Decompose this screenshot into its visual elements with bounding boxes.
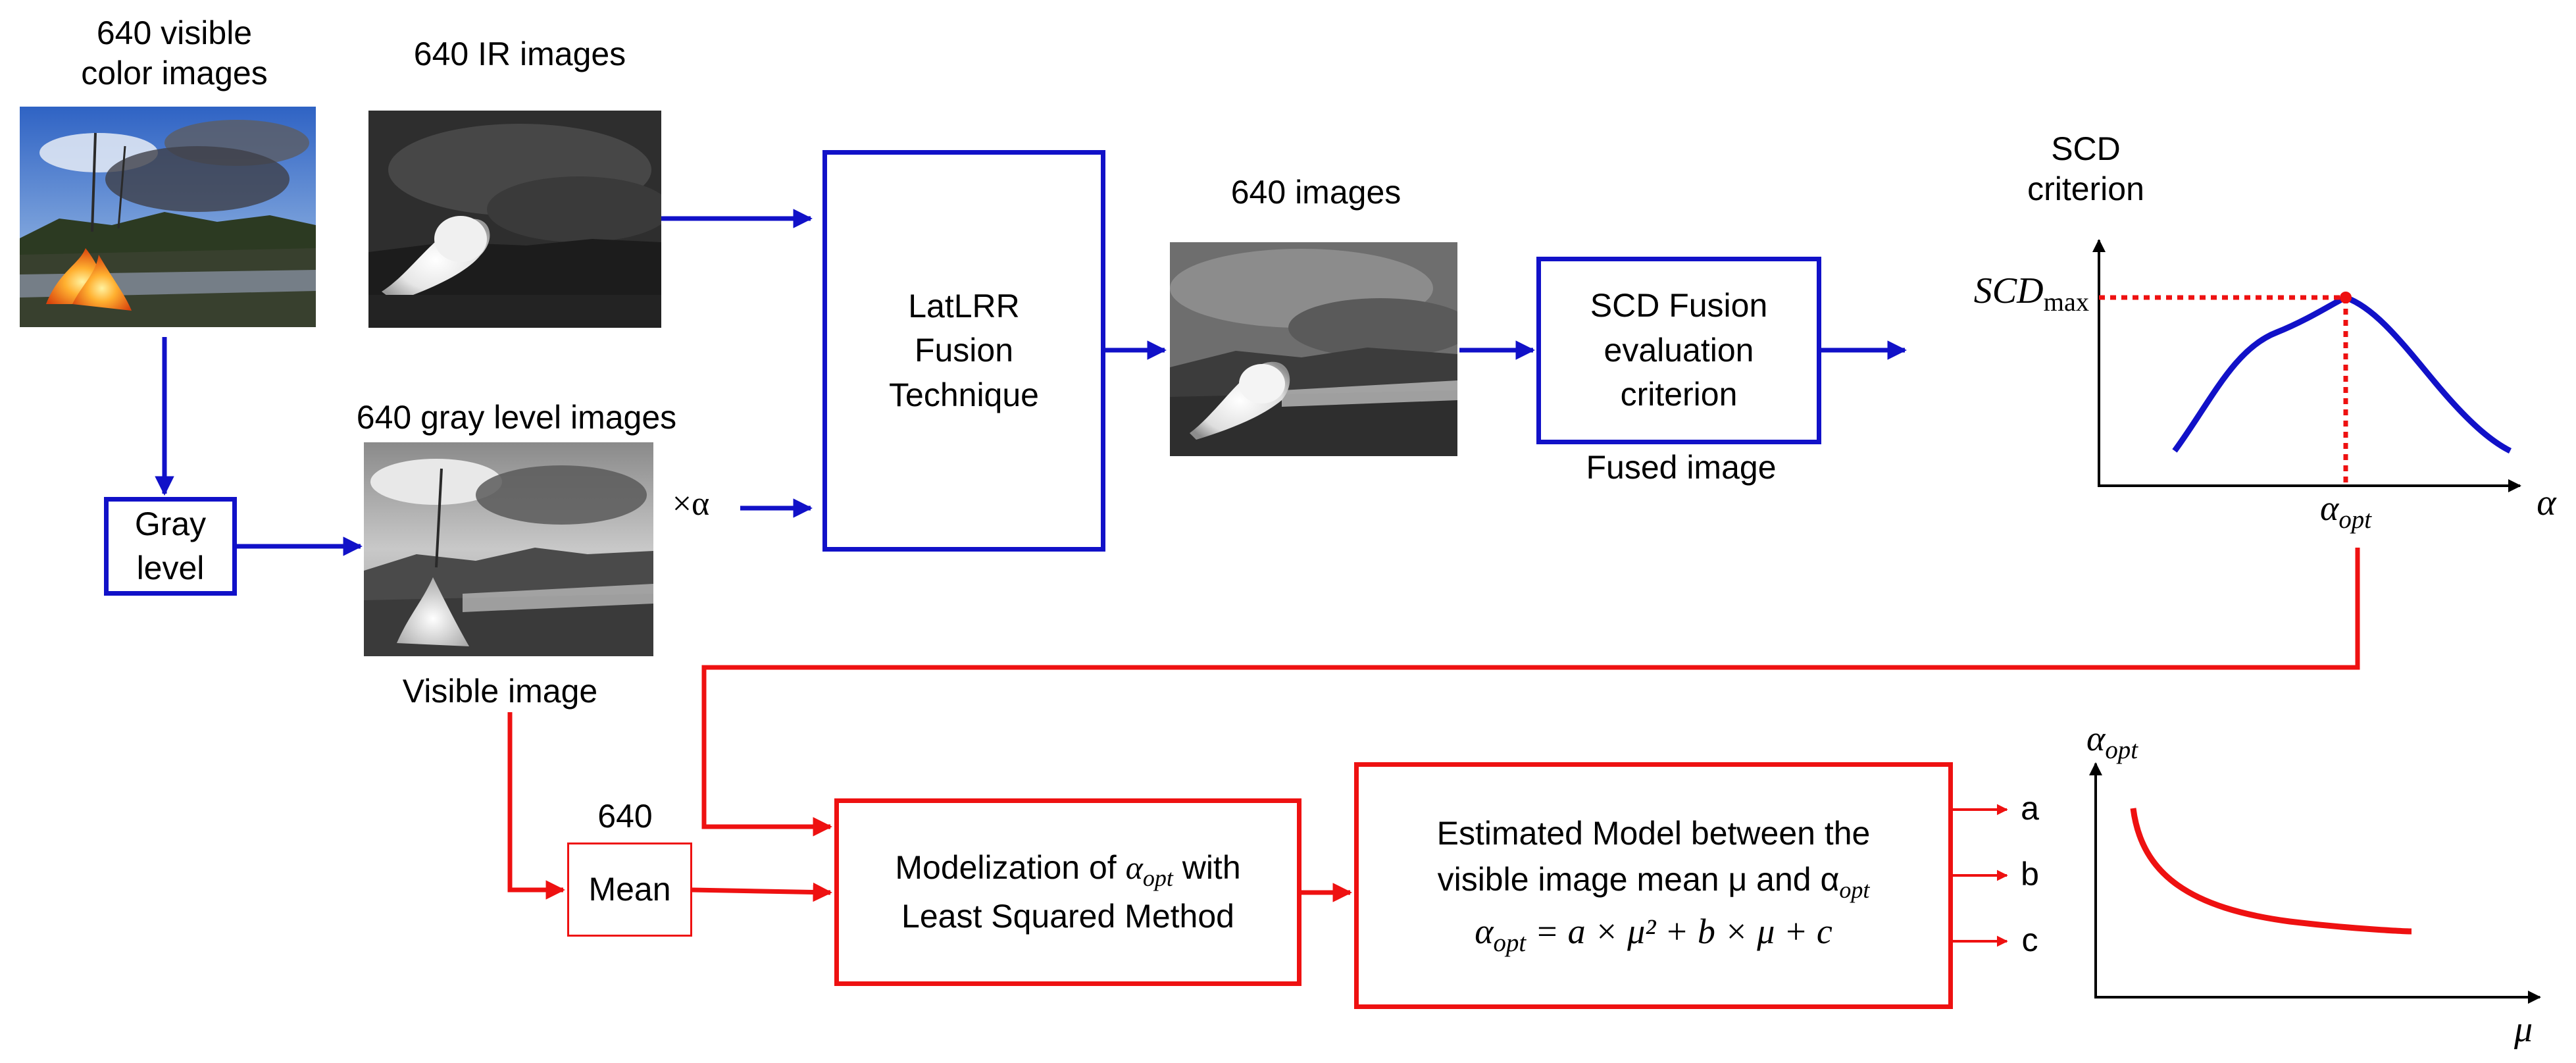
- arrow-visible-to-mean: [507, 712, 565, 900]
- model-curve: [2130, 808, 2412, 935]
- gray-level-box: Gray level: [104, 497, 237, 596]
- modelization-alpha-opt: αopt: [1125, 848, 1173, 891]
- modelization-line1: Modelization of αopt with: [895, 846, 1240, 894]
- arrow-mean-to-model: [692, 882, 832, 902]
- scd-plot-title: SCD criterion: [2027, 130, 2144, 207]
- estimated-line1: Estimated Model between the: [1436, 815, 1871, 852]
- fused-photo: [1170, 242, 1457, 456]
- visible-color-photo: [20, 107, 316, 327]
- modelization-box: Modelization of αopt with Least Squared …: [834, 798, 1301, 986]
- modelization-prefix: Modelization of: [895, 848, 1126, 886]
- output-c: c: [2021, 921, 2038, 958]
- modelization-suffix: with: [1173, 848, 1241, 886]
- estimated-model-box: Estimated Model between the visible imag…: [1354, 762, 1953, 1009]
- label-fused-image: Fused image: [1586, 449, 1777, 486]
- estimated-formula: αopt = a × μ² + b × μ + c: [1475, 911, 1832, 957]
- scd-plot: [2092, 239, 2521, 492]
- label-gray-level-images: 640 gray level images: [356, 399, 677, 436]
- gray-level-photo: [364, 442, 653, 656]
- model-y-axis-label: αopt: [2086, 719, 2138, 764]
- label-mean-count: 640: [597, 798, 653, 835]
- scd-x-axis-label: α: [2537, 482, 2556, 523]
- scd-curve: [2172, 294, 2512, 454]
- output-b: b: [2021, 856, 2039, 893]
- ir-photo: [368, 111, 661, 328]
- estimated-line2: visible image mean μ and αopt: [1437, 861, 1870, 904]
- arrow-alpha-feedback: [701, 548, 2360, 837]
- mean-box: Mean: [567, 843, 692, 937]
- modelization-line2: Least Squared Method: [901, 897, 1234, 935]
- label-visible-color-images: 640 visible color images: [81, 14, 268, 91]
- scd-max-label: SCDmax: [1973, 271, 2089, 317]
- label-ir-images: 640 IR images: [413, 36, 626, 72]
- output-a: a: [2021, 790, 2039, 827]
- model-plot: [2089, 762, 2541, 1004]
- model-x-axis-label: μ: [2513, 1009, 2533, 1050]
- scd-fusion-box: SCD Fusion evaluation criterion: [1536, 257, 1821, 444]
- label-fused-count: 640 images: [1230, 174, 1402, 211]
- scd-max-point: [2340, 292, 2352, 303]
- label-visible-image: Visible image: [402, 673, 598, 710]
- alpha-opt-label: αopt: [2319, 488, 2372, 534]
- label-times-alpha: ×α: [672, 485, 710, 523]
- latlrr-fusion-box: LatLRR Fusion Technique: [822, 150, 1105, 552]
